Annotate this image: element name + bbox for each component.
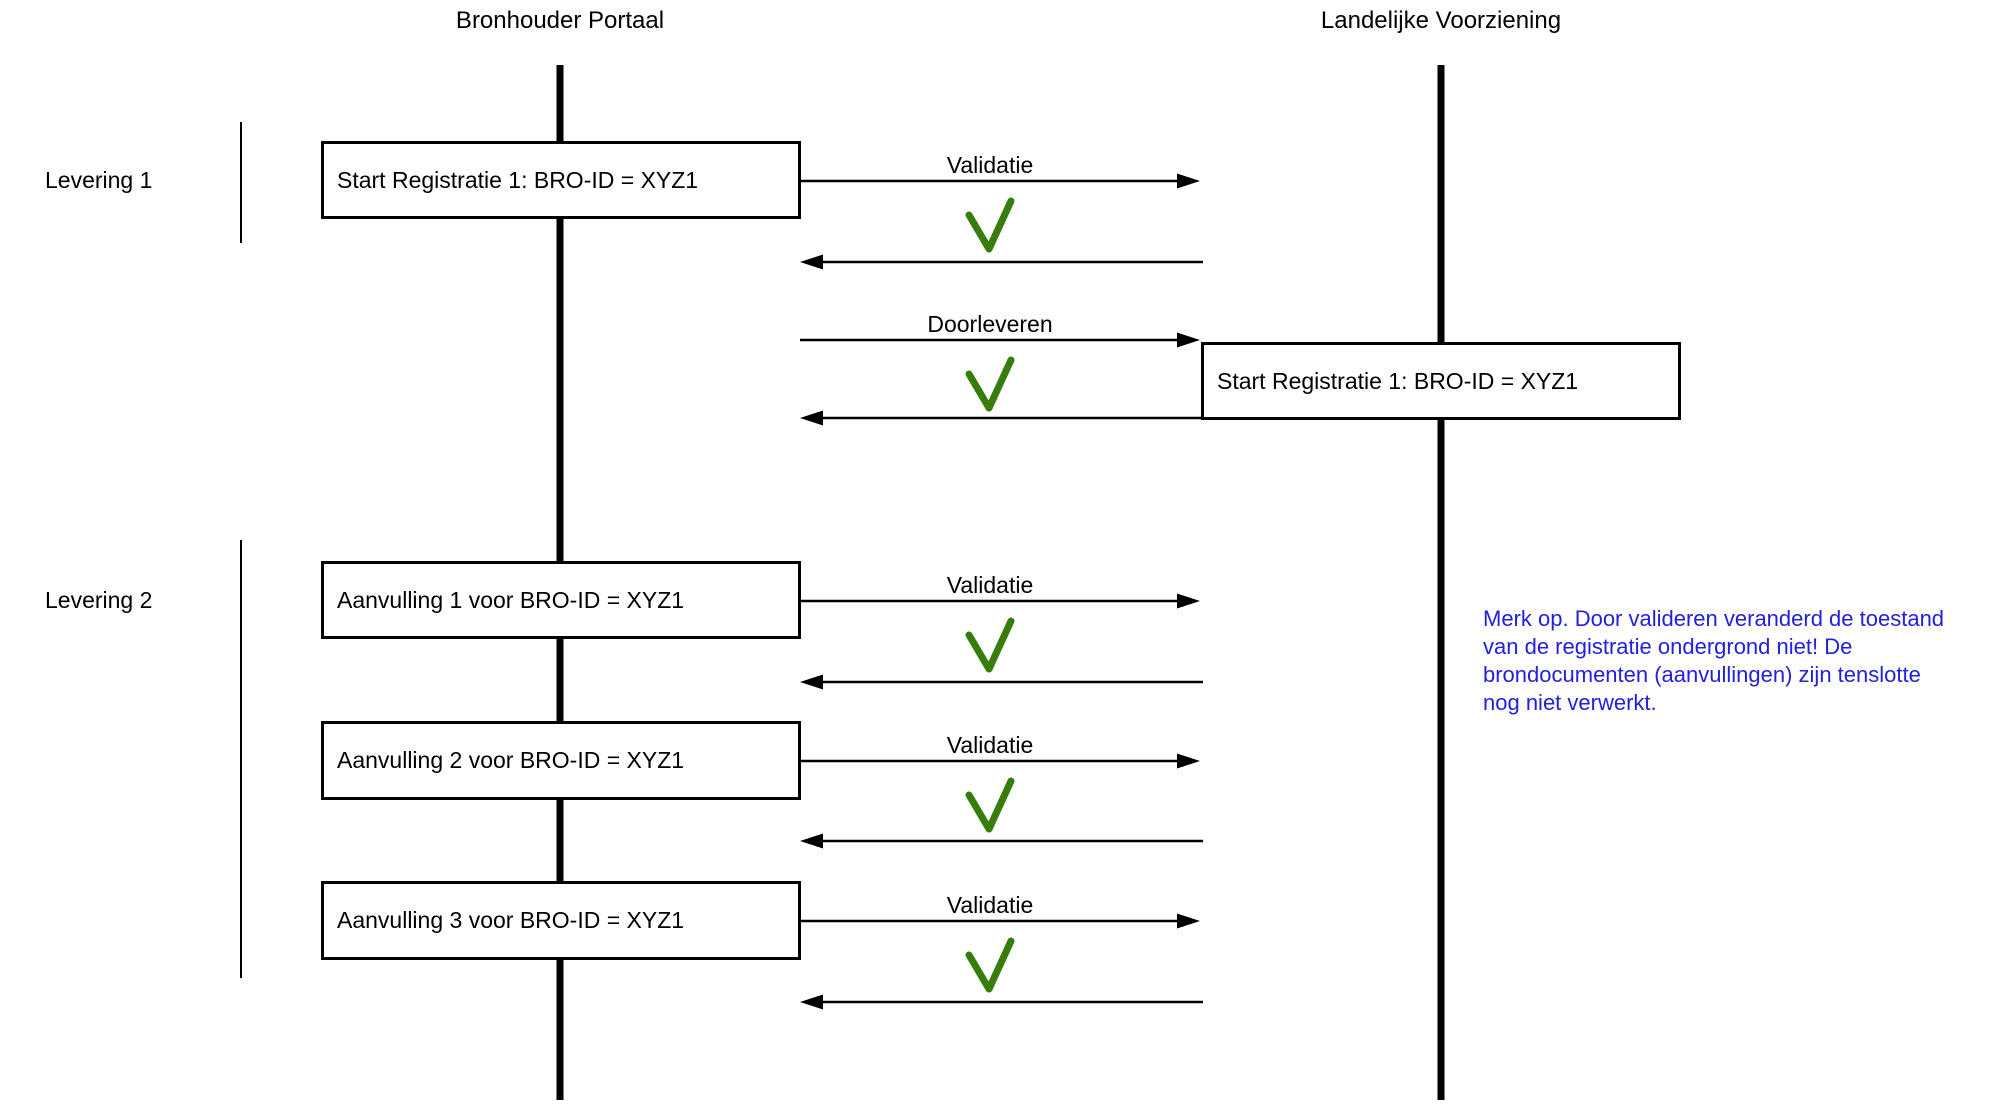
activity-box-label: Aanvulling 2 voor BRO-ID = XYZ1: [337, 747, 685, 773]
note-line: nog niet verwerkt.: [1483, 690, 1657, 715]
return-arrowhead-icon: [800, 994, 823, 1010]
request-arrowhead-icon: [1177, 332, 1200, 348]
exchange-doorleveren: [800, 332, 1201, 426]
activity-box-aanvulling-1: Aanvulling 1 voor BRO-ID = XYZ1: [321, 561, 801, 639]
message-label-validatie-2: Validatie: [946, 572, 1034, 598]
request-arrowhead-icon: [1177, 593, 1200, 609]
note-line: brondocumenten (aanvullingen) zijn tensl…: [1483, 662, 1921, 687]
checkmark-icon: [965, 617, 1015, 673]
return-arrowhead-icon: [800, 674, 823, 690]
actor-title-landelijke-voorziening: Landelijke Voorziening: [1320, 7, 1562, 34]
request-arrowhead-icon: [1177, 753, 1200, 769]
group-label-levering-1: Levering 1: [45, 167, 153, 193]
exchange-validatie-3: [800, 753, 1203, 849]
message-label-validatie-4: Validatie: [946, 892, 1034, 918]
activity-box-aanvulling-2: Aanvulling 2 voor BRO-ID = XYZ1: [321, 721, 801, 800]
message-label-validatie-3: Validatie: [946, 732, 1034, 758]
activity-box-label: Start Registratie 1: BRO-ID = XYZ1: [1217, 367, 1579, 394]
note-line: van de registratie ondergrond niet! De: [1483, 634, 1853, 659]
activity-box-start-registratie-bronhouder: Start Registratie 1: BRO-ID = XYZ1: [321, 141, 801, 219]
return-arrowhead-icon: [800, 833, 823, 849]
request-arrowhead-icon: [1177, 913, 1200, 929]
return-arrowhead-icon: [800, 254, 823, 270]
exchange-validatie-2: [800, 593, 1203, 690]
activity-box-label: Aanvulling 1 voor BRO-ID = XYZ1: [337, 586, 685, 613]
request-arrowhead-icon: [1177, 173, 1200, 189]
group-label-levering-2: Levering 2: [45, 587, 153, 613]
activity-box-label: Aanvulling 3 voor BRO-ID = XYZ1: [337, 907, 685, 933]
activity-box-start-registratie-landelijk: Start Registratie 1: BRO-ID = XYZ1: [1201, 342, 1681, 420]
activity-box-label: Start Registratie 1: BRO-ID = XYZ1: [337, 166, 699, 193]
checkmark-icon: [965, 356, 1015, 412]
note: Merk op. Door valideren veranderd de toe…: [1483, 605, 2002, 717]
message-label-doorleveren: Doorleveren: [927, 311, 1053, 337]
checkmark-icon: [965, 937, 1015, 993]
exchange-validatie-4: [800, 913, 1203, 1010]
message-label-validatie-1: Validatie: [946, 152, 1034, 178]
checkmark-icon: [965, 197, 1015, 253]
note-line: Merk op. Door valideren veranderd de toe…: [1483, 606, 1945, 631]
exchange-validatie-1: [800, 173, 1203, 270]
actor-title-bronhouder-portaal: Bronhouder Portaal: [455, 7, 665, 34]
checkmark-icon: [965, 777, 1015, 833]
activity-box-aanvulling-3: Aanvulling 3 voor BRO-ID = XYZ1: [321, 881, 801, 960]
return-arrowhead-icon: [800, 410, 823, 426]
